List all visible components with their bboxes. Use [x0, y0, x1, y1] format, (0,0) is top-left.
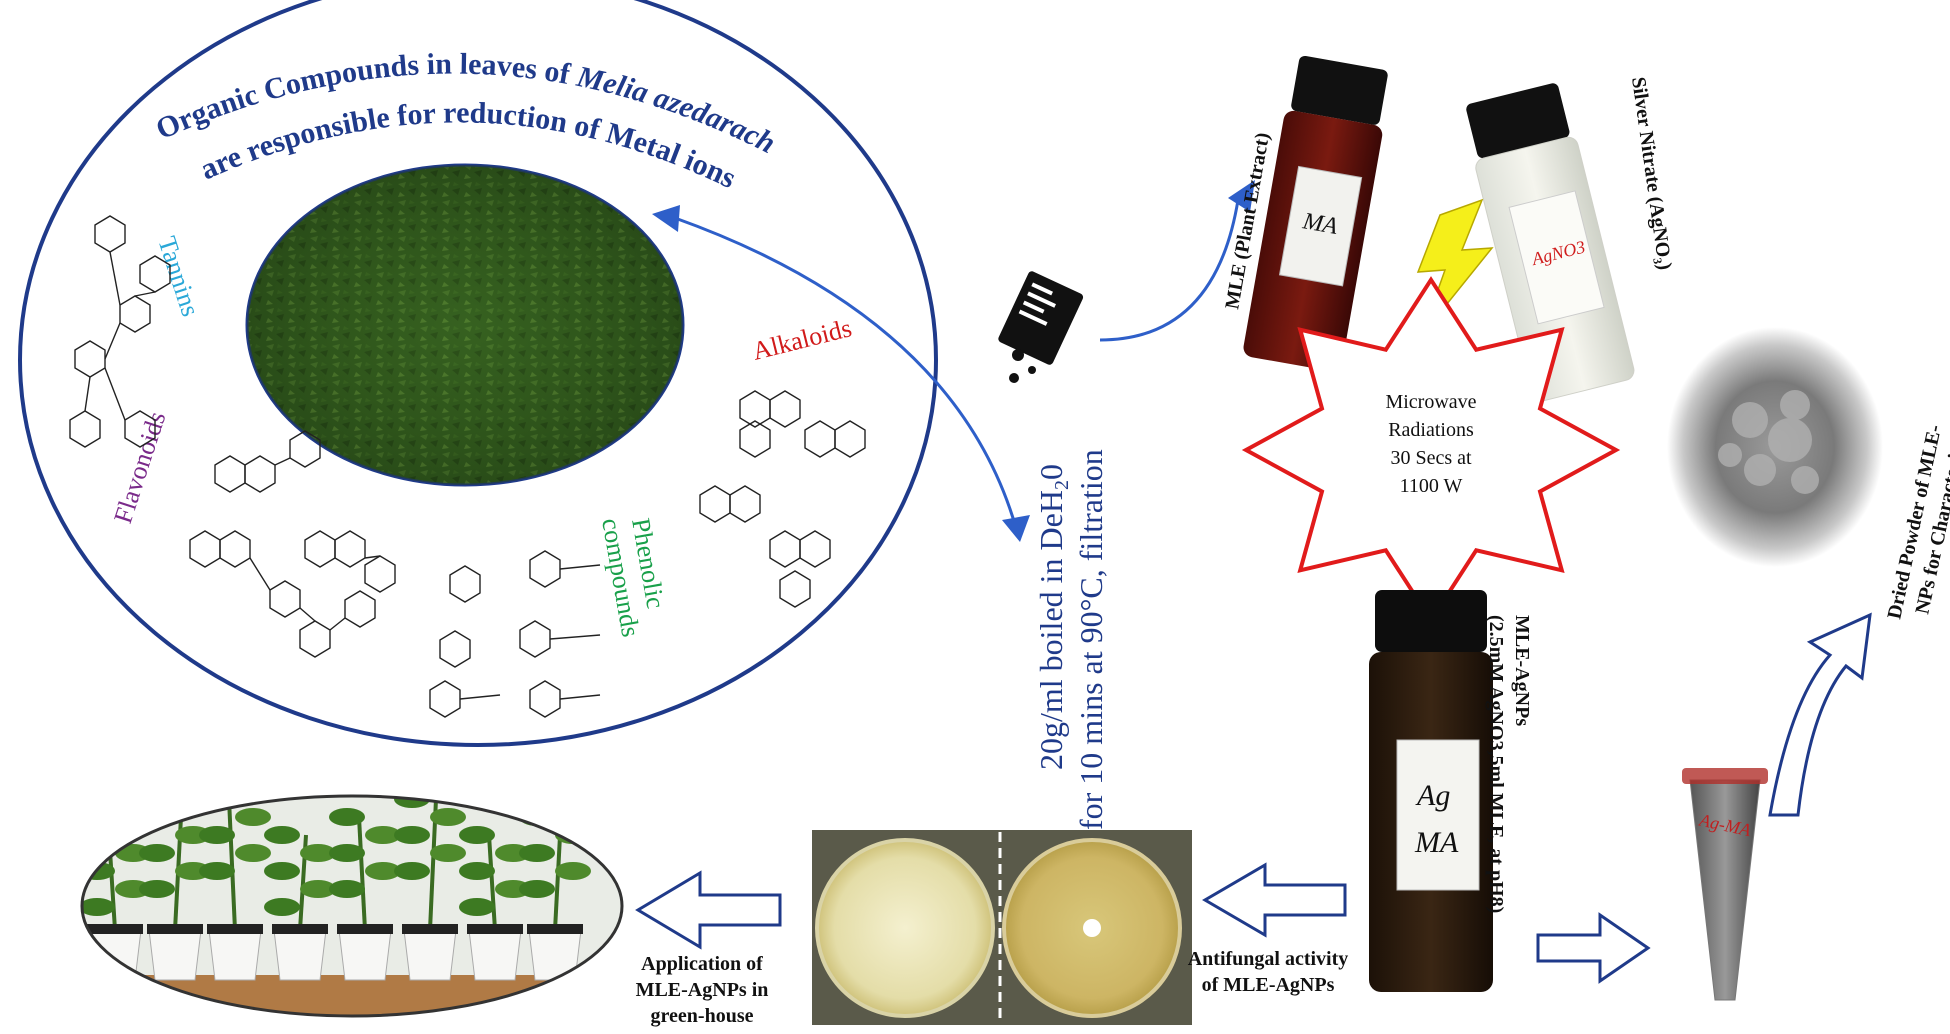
plant-leaf — [264, 862, 300, 880]
agnps-to-petri-arrow — [1202, 862, 1347, 938]
agnps-vial-handwriting-2: MA — [1414, 826, 1459, 859]
plant-leaf — [82, 898, 115, 916]
plant-leaf — [139, 880, 175, 898]
plant-pot-rim — [87, 924, 143, 934]
arrowhead-to-vials — [1228, 180, 1255, 212]
plant-leaf — [394, 862, 430, 880]
plant-leaf — [199, 826, 235, 844]
plant-leaf — [235, 808, 271, 826]
application-label-3: green-house — [651, 1005, 754, 1027]
plant-leaf — [430, 844, 466, 862]
plant-leaf — [235, 844, 271, 862]
plant-pot — [273, 929, 327, 981]
plant-leaf — [519, 844, 555, 862]
plant-leaf — [365, 862, 401, 880]
agnps-vial-handwriting-1: Ag — [1415, 779, 1450, 812]
plant-pot — [468, 929, 522, 981]
leaves-to-boiling-arrow — [674, 216, 1020, 536]
mle-plant-extract-vial: MA — [1243, 55, 1388, 372]
plant-stem — [357, 816, 367, 931]
fungal-colony-dot — [1083, 919, 1101, 937]
tube-to-powder-arrow — [1768, 612, 1872, 817]
plant-leaf — [459, 826, 495, 844]
plant-pot-rim — [337, 924, 393, 934]
arrowhead-to-leaves — [652, 205, 680, 232]
petri-dish-control — [815, 838, 995, 1018]
microwave-line-3: 30 Secs at — [1390, 447, 1472, 469]
antifungal-label-2: of MLE-AgNPs — [1202, 974, 1335, 996]
eppendorf-tube: Ag-MA — [1682, 768, 1768, 1001]
plant-stem — [487, 834, 497, 931]
plant-leaf — [394, 826, 430, 844]
plant-pot — [208, 929, 262, 981]
plant-pot — [88, 929, 142, 981]
plant-pot-rim — [402, 924, 458, 934]
plant-leaf — [329, 808, 365, 826]
boiling-step-line-2: for 10 mins at 90°C, filtration — [1073, 449, 1109, 830]
agnps-label-1: MLE-AgNPs — [1511, 615, 1533, 726]
application-label-2: MLE-AgNPs in — [636, 979, 769, 1001]
plant-leaf — [459, 862, 495, 880]
silver-nitrate-label: Silver Nitrate (AgNO₃) — [1627, 76, 1676, 272]
plant-leaf — [519, 880, 555, 898]
flavonoid-structure-2 — [304, 530, 396, 593]
flavonoids-label: Flavonoids — [108, 408, 171, 527]
application-label-1: Application of — [641, 953, 763, 975]
plant-leaf — [139, 844, 175, 862]
plant-leaf — [264, 898, 300, 916]
plant-leaf — [329, 880, 365, 898]
petri-to-greenhouse-arrow — [635, 870, 782, 950]
flavonoid-structure — [189, 430, 376, 658]
arrowhead-to-boiling — [1002, 515, 1030, 542]
compounds-outer-ellipse — [18, 0, 938, 747]
plant-leaf — [199, 796, 235, 808]
plant-leaf — [329, 844, 365, 862]
plant-pot-rim — [527, 924, 583, 934]
plant-pot — [403, 929, 457, 981]
phenolic-structures — [429, 550, 601, 718]
plant-pot — [148, 929, 202, 981]
plant-pot — [528, 929, 582, 981]
beaker-pour-icon — [998, 271, 1084, 365]
plant-leaf — [300, 844, 336, 862]
plant-leaf — [300, 880, 336, 898]
microwave-line-1: Microwave — [1385, 391, 1476, 413]
alkaloids-label: Alkaloids — [749, 313, 854, 366]
plant-leaf — [519, 808, 555, 826]
drop-icon-2 — [1028, 366, 1036, 374]
tannins-label: Tannins — [152, 233, 205, 320]
plant-leaf — [459, 898, 495, 916]
microwave-line-4: 1100 W — [1400, 475, 1463, 497]
microwave-line-2: Radiations — [1388, 419, 1474, 441]
plant-leaf — [430, 808, 466, 826]
tannin-structure — [69, 215, 171, 448]
mle-agnps-vial: Ag MA — [1369, 590, 1493, 992]
plant-stem — [227, 798, 237, 931]
drop-icon-1 — [1012, 349, 1024, 361]
plant-pot — [338, 929, 392, 981]
plant-pot-rim — [207, 924, 263, 934]
plant-leaf — [199, 862, 235, 880]
greenhouse-plants-photo — [82, 796, 622, 1016]
plant-pot-rim — [147, 924, 203, 934]
drop-icon-3 — [1009, 373, 1019, 383]
agnps-to-tube-arrow — [1536, 912, 1651, 984]
boiling-step-line-1: 20g/ml boiled in DeH20 — [1033, 464, 1073, 770]
plant-leaf — [264, 826, 300, 844]
plant-leaf — [82, 826, 115, 844]
mle-vial-handwriting: MA — [1300, 208, 1340, 240]
silver-nitrate-vial: AgNO3 — [1466, 83, 1635, 402]
boiling-to-vials-arrow — [1099, 199, 1240, 342]
agnps-label-2: (2.5mM AgNO3,5ml MLE, at pH8) — [1485, 615, 1507, 913]
plant-leaf — [555, 862, 591, 880]
plant-leaf — [365, 826, 401, 844]
plant-pot-rim — [272, 924, 328, 934]
alkaloid-structures — [699, 390, 866, 608]
antifungal-label-1: Antifungal activity — [1188, 948, 1349, 970]
plant-pot-rim — [467, 924, 523, 934]
